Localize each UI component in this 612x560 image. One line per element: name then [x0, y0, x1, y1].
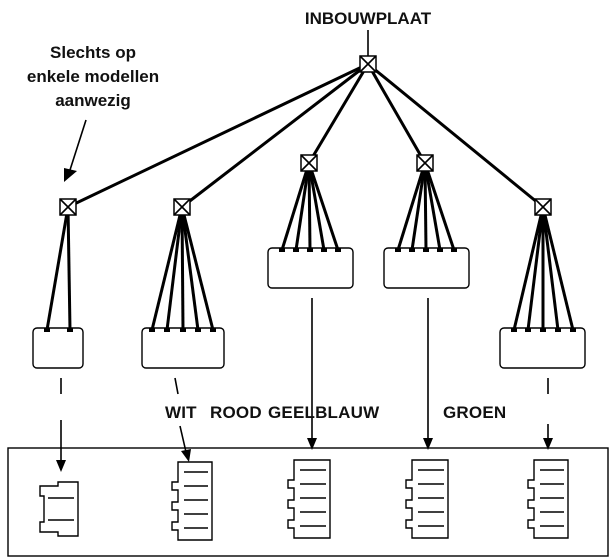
junction-2: [173, 198, 191, 216]
connector-panel: [7, 447, 609, 557]
title-label: INBOUWPLAAT: [305, 9, 432, 28]
connector-5: [527, 459, 569, 539]
plug-2-pin: [149, 328, 155, 332]
plug-5-pin: [555, 328, 561, 332]
connector-1: [39, 481, 79, 537]
branch-3-wires: [280, 162, 340, 251]
plug-3-pin: [293, 248, 299, 252]
plug-3-pin: [321, 248, 327, 252]
plug-5-pin: [525, 328, 531, 332]
branch-5-wires: [512, 206, 575, 331]
plug-1-pin: [67, 328, 73, 332]
branch-1-wires: [45, 206, 72, 331]
plug-3: [267, 247, 354, 289]
plug-5: [499, 327, 586, 369]
leader-4: [423, 298, 433, 450]
leader-5: [543, 378, 553, 450]
note-line-3: aanwezig: [55, 91, 131, 110]
note-line-2: enkele modellen: [27, 67, 159, 86]
connector-2: [171, 461, 213, 541]
plug-5-pin: [570, 328, 576, 332]
plug-3-pin: [335, 248, 341, 252]
plug-3-pin: [279, 248, 285, 252]
plug-5-pin: [540, 328, 546, 332]
plug-4-pin: [451, 248, 457, 252]
branch-4-wires: [396, 162, 456, 251]
junction-4: [416, 154, 434, 172]
junction-3: [300, 154, 318, 172]
plug-4-pin: [409, 248, 415, 252]
plug-4: [383, 247, 470, 289]
trunk-wires: [67, 62, 544, 209]
plug-2-pin: [164, 328, 170, 332]
junction-5: [534, 198, 552, 216]
plug-1: [32, 327, 84, 369]
leader-3: [307, 298, 317, 450]
plug-2-pin: [180, 328, 186, 332]
junction-top: [359, 55, 377, 73]
color-label-wit: WIT: [165, 403, 197, 422]
plug-1-pin: [44, 328, 50, 332]
plug-4-pin: [423, 248, 429, 252]
plug-2: [141, 327, 225, 369]
note-line-1: Slechts op: [50, 43, 136, 62]
plug-4-pin: [395, 248, 401, 252]
color-label-rood: ROOD: [210, 403, 262, 422]
plug-4-pin: [437, 248, 443, 252]
plug-3-pin: [307, 248, 313, 252]
note-arrow: [64, 119, 87, 182]
color-label-groen: GROEN: [443, 403, 506, 422]
connector-3: [287, 459, 331, 539]
plug-2-pin: [195, 328, 201, 332]
leader-1: [56, 378, 66, 472]
branch-2-wires: [150, 206, 215, 331]
plug-5-pin: [511, 328, 517, 332]
color-label-geelblauw: GEELBLAUW: [268, 403, 380, 422]
plug-2-pin: [210, 328, 216, 332]
junction-1: [59, 198, 77, 216]
connector-4: [405, 459, 449, 539]
